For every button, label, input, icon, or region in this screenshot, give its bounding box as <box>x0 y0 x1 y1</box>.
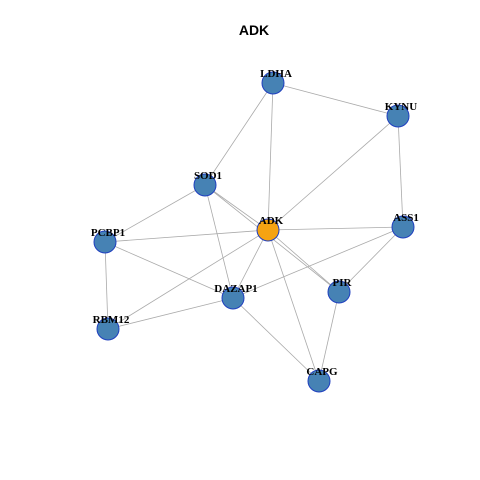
edge-pcbp1-dazap1 <box>104 241 234 299</box>
node-ldha: LDHA <box>260 68 292 95</box>
node-pir: PIR <box>327 277 353 304</box>
node-kynu: KYNU <box>385 101 417 128</box>
edge-kynu-ass1 <box>397 115 404 228</box>
edge-adk-dazap1 <box>232 229 269 299</box>
node-label-ldha: LDHA <box>260 68 292 80</box>
node-label-adk: ADK <box>259 215 284 227</box>
node-label-rbm12: RBM12 <box>93 314 130 326</box>
node-circle-ldha <box>261 71 285 95</box>
node-label-ass1: ASS1 <box>393 212 419 224</box>
node-sod1: SOD1 <box>193 170 222 197</box>
edges-layer <box>104 82 404 382</box>
node-circle-kynu <box>386 104 410 128</box>
edge-adk-pcbp1 <box>104 229 269 243</box>
edge-sod1-adk <box>204 184 269 231</box>
edge-ass1-pir <box>338 226 404 293</box>
node-circle-pir <box>327 280 351 304</box>
node-ass1: ASS1 <box>391 212 419 239</box>
edge-sod1-pcbp1 <box>104 184 206 243</box>
node-capg: CAPG <box>306 366 338 393</box>
node-label-sod1: SOD1 <box>194 170 222 182</box>
node-label-pir: PIR <box>333 277 353 289</box>
edge-sod1-dazap1 <box>204 184 234 299</box>
node-label-dazap1: DAZAP1 <box>214 283 257 295</box>
node-pcbp1: PCBP1 <box>91 227 125 254</box>
node-circle-pcbp1 <box>93 230 117 254</box>
edge-dazap1-capg <box>232 297 320 382</box>
edge-ldha-sod1 <box>204 82 274 186</box>
figure-title: ADK <box>239 22 269 38</box>
node-circle-dazap1 <box>221 286 245 310</box>
node-circle-ass1 <box>391 215 415 239</box>
edge-adk-capg <box>267 229 320 382</box>
node-label-kynu: KYNU <box>385 101 417 113</box>
node-dazap1: DAZAP1 <box>214 283 258 310</box>
edge-ass1-dazap1 <box>232 226 404 299</box>
node-circle-rbm12 <box>96 317 120 341</box>
edge-ldha-kynu <box>272 82 399 117</box>
node-circle-capg <box>307 369 331 393</box>
edge-adk-pir <box>267 229 340 293</box>
edge-dazap1-rbm12 <box>107 297 234 330</box>
node-circle-sod1 <box>193 173 217 197</box>
edge-ldha-adk <box>267 82 274 231</box>
node-label-pcbp1: PCBP1 <box>91 227 125 239</box>
edge-adk-ass1 <box>267 226 404 231</box>
edge-adk-rbm12 <box>107 229 269 330</box>
node-label-capg: CAPG <box>306 366 338 378</box>
edge-kynu-adk <box>267 115 399 231</box>
node-circle-adk <box>256 218 280 242</box>
node-adk: ADK <box>256 215 284 242</box>
node-rbm12: RBM12 <box>93 314 130 341</box>
edge-pir-capg <box>318 291 340 382</box>
edge-pcbp1-rbm12 <box>104 241 109 330</box>
